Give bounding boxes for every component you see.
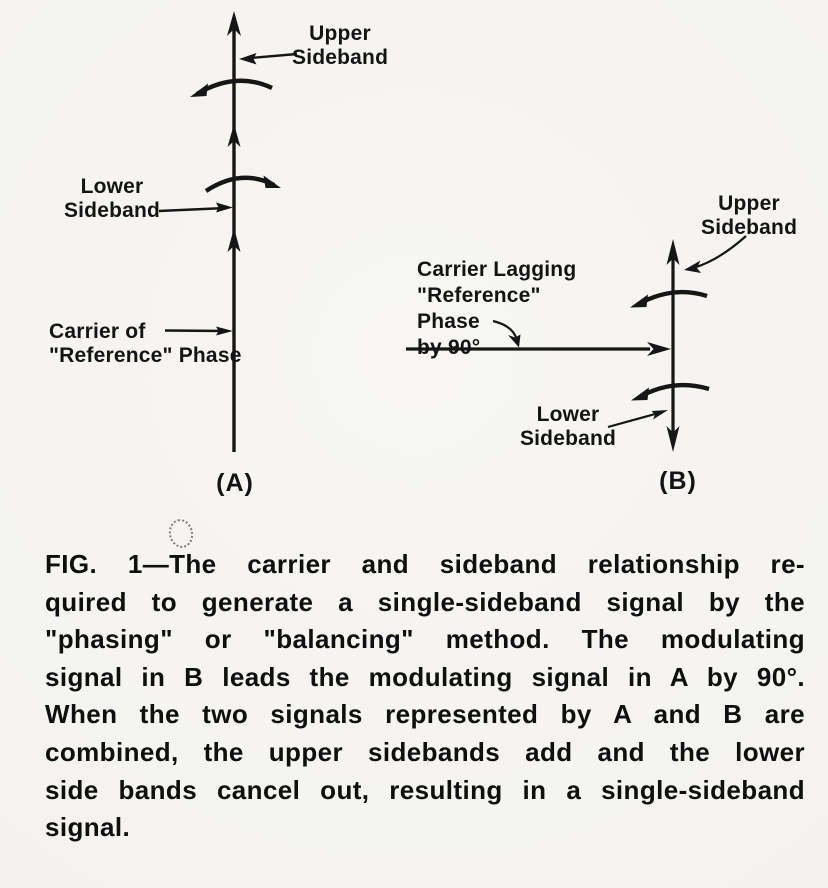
b-carrier-label: Carrier Lagging "Reference" Phase by 90°	[417, 258, 577, 359]
caption-line: quired to generate a single-sideband sig…	[45, 586, 805, 617]
a-top-arrowhead-icon	[227, 11, 241, 36]
caption-line: signal.	[45, 812, 131, 843]
b-diagram-tag: (B)	[659, 467, 697, 495]
caption-line: "phasing" or "balancing" method. The mod…	[45, 624, 805, 655]
caption-line: side bands cancel out, resulting in a si…	[45, 774, 805, 805]
a-lower-sideband-pointer	[158, 206, 227, 213]
b-carrier-callout-pointer	[492, 319, 518, 340]
a-lower-sideband-label: Lower Sideband	[63, 175, 161, 222]
b-upper-sideband-pointer	[692, 235, 747, 270]
a-upper-pointer-arrowhead-icon	[239, 53, 257, 65]
a-lower-pointer-arrowhead-icon	[216, 202, 233, 213]
phasor-diagram-art	[158, 11, 747, 452]
a-diagram-tag: (A)	[216, 469, 254, 497]
b-up-arrowhead-icon	[666, 239, 680, 265]
b-lower-pointer-arrowhead-icon	[651, 410, 668, 420]
b-carrier-arrowhead-icon	[647, 342, 671, 356]
a-upper-sideband-label: Upper Sideband	[292, 22, 389, 69]
caption-line: combined, the upper sidebands add and th…	[45, 736, 805, 767]
diagram-b-art	[406, 235, 747, 452]
a-carrier-pointer	[164, 329, 227, 333]
b-down-arrowhead-icon	[666, 426, 680, 452]
figure-caption: FIG. 1—The carrier and sideband relation…	[45, 546, 805, 847]
b-carrier-callout-arrowhead-icon	[508, 334, 521, 348]
caption-line: signal in B leads the modulating signal …	[45, 661, 805, 692]
b-upper-sideband-label: Upper Sideband	[701, 192, 798, 239]
a-carrier-label: Carrier of "Reference" Phase	[49, 320, 242, 367]
b-upper-pointer-arrowhead-icon	[684, 260, 701, 273]
a-lower-rotation-arc	[204, 175, 276, 193]
caption-line: FIG. 1—The carrier and sideband relation…	[45, 549, 805, 579]
caption-line: When the two signals represented by A an…	[45, 699, 805, 730]
a-mid-arrowhead-icon	[227, 124, 241, 147]
b-upper-arc-arrowhead-icon	[630, 294, 648, 308]
b-lower-sideband-pointer	[607, 412, 658, 429]
a-upper-arc-arrowhead-icon	[190, 83, 208, 97]
b-lower-sideband-label: Lower Sideband	[519, 403, 617, 450]
a-lower-arc-arrowhead-icon	[263, 175, 281, 188]
diagram-a-art	[158, 11, 298, 452]
a-carrier-pointer-arrowhead-icon	[216, 326, 233, 336]
b-lower-arc-arrowhead-icon	[631, 387, 649, 401]
a-lower-arrowhead-icon	[227, 228, 241, 252]
